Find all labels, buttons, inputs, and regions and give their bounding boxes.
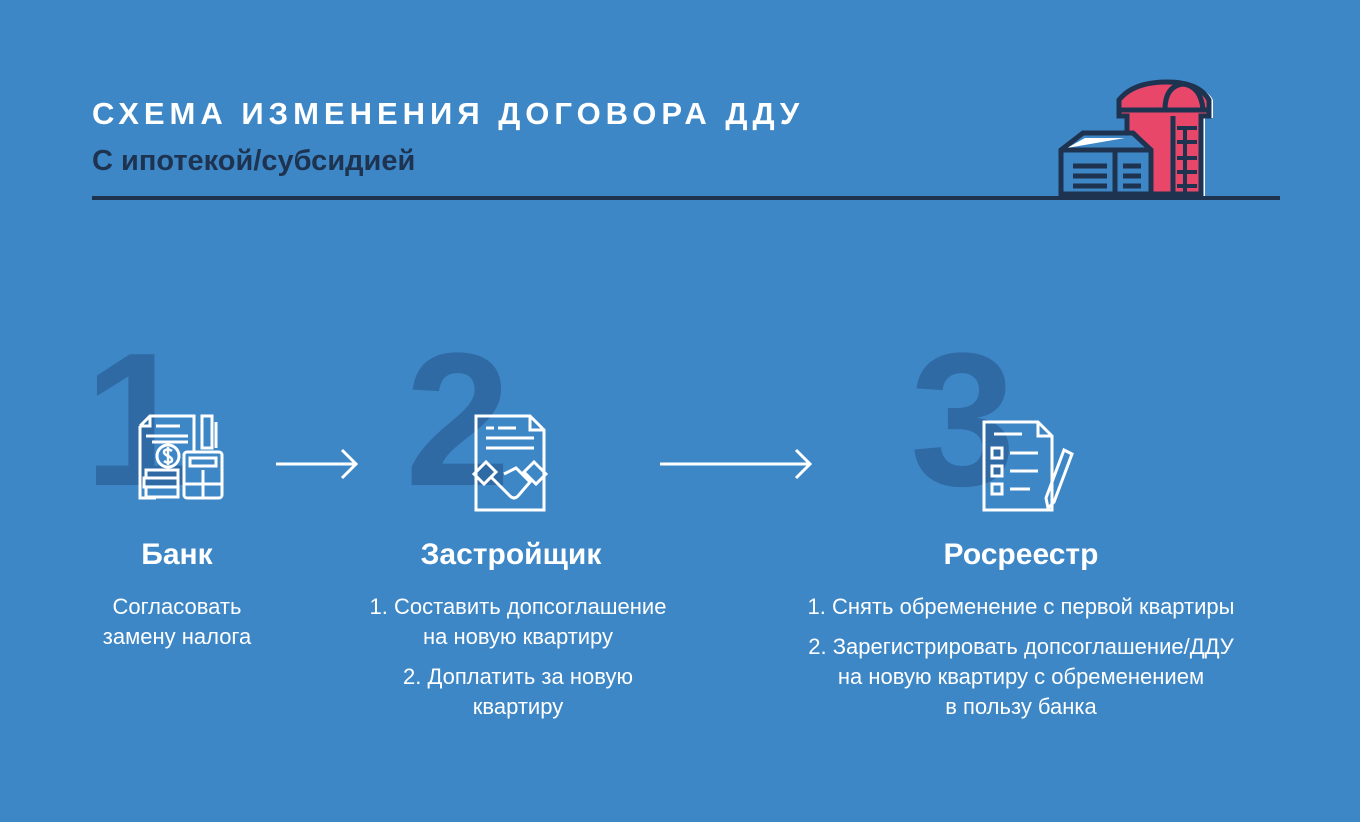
description-line: квартиру <box>472 694 564 719</box>
step-title-rosreestr: Росреестр <box>943 538 1099 571</box>
description-line: 1. Составить допсоглашение <box>369 594 667 619</box>
step-title-bank: Банк <box>141 538 213 571</box>
checklist-document-icon <box>982 420 1074 512</box>
money-calculator-icon <box>138 414 224 500</box>
description-line: Согласовать <box>112 594 242 619</box>
page-subtitle: С ипотекой/субсидией <box>92 145 416 177</box>
description-line: 2. Зарегистрировать допсоглашение/ДДУ <box>808 634 1234 659</box>
description-line: в пользу банка <box>945 694 1097 719</box>
handshake-document-icon <box>472 414 548 512</box>
step-description-developer: 1. Составить допсоглашение на новую квар… <box>370 592 667 722</box>
description-line: 2. Доплатить за новую <box>403 664 633 689</box>
dollar-icon <box>162 447 174 465</box>
header-divider <box>92 196 1280 200</box>
step-number-1: 1 <box>84 314 190 526</box>
arrow-right-icon <box>276 448 359 480</box>
buildings-icon <box>1058 79 1213 197</box>
description-line: на новую квартиру с обременением <box>837 664 1205 689</box>
step-description-bank: Согласовать замену налога <box>103 592 251 652</box>
step-description-rosreestr: 1. Снять обременение с первой квартиры 2… <box>808 592 1235 722</box>
page-title: СХЕМА ИЗМЕНЕНИЯ ДОГОВОРА ДДУ <box>92 96 805 131</box>
arrow-right-icon <box>660 448 813 480</box>
step-number-2: 2 <box>405 314 511 526</box>
description-line: на новую квартиру <box>422 624 614 649</box>
description-line: 1. Снять обременение с первой квартиры <box>807 594 1235 619</box>
description-line: замену налога <box>102 624 252 649</box>
step-title-developer: Застройщик <box>420 538 602 571</box>
